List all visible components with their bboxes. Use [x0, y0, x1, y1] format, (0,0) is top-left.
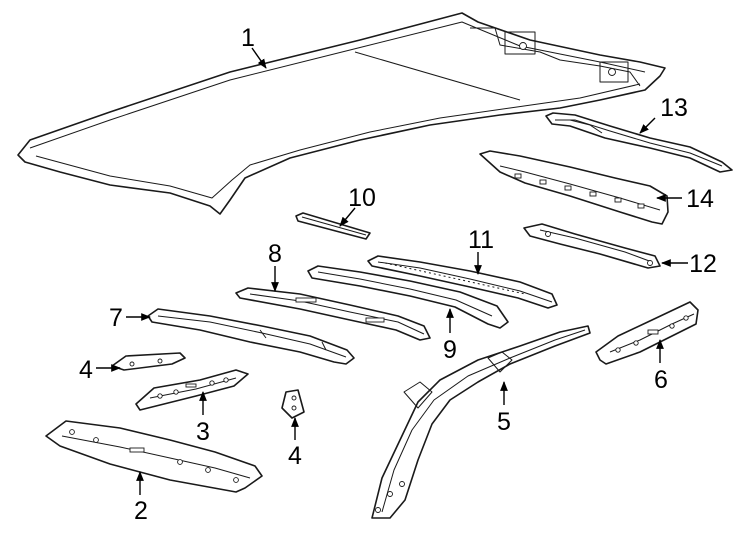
callout-5: 5 [497, 408, 511, 436]
part-4-bracket-middle [281, 389, 305, 419]
part-9-roof-bow [307, 265, 509, 329]
callout-1: 1 [241, 24, 255, 52]
callout-4-left: 4 [79, 356, 93, 384]
callout-11: 11 [468, 226, 494, 254]
callout-2: 2 [134, 497, 148, 525]
leader-10 [339, 207, 356, 227]
callout-8: 8 [268, 240, 282, 268]
part-5-pillar-and-rail [371, 325, 591, 519]
callout-12: 12 [689, 250, 717, 278]
leader-13 [639, 117, 656, 134]
callout-7: 7 [109, 304, 123, 332]
part-1-roof-panel [17, 12, 666, 215]
part-4-bracket-left [111, 352, 186, 371]
part-2-front-header [45, 420, 263, 493]
callout-4-middle: 4 [288, 442, 302, 470]
part-13-roof-side-rail-outer [545, 112, 733, 173]
part-7-roof-bow-front [147, 308, 355, 365]
part-12-roof-reinforcement [523, 223, 661, 269]
part-6-rail-extension [595, 301, 699, 365]
part-14-roof-side-rail-inner [479, 150, 669, 225]
leader-lines [96, 47, 688, 495]
part-3-header-reinforcement [135, 369, 249, 411]
callout-10: 10 [348, 184, 376, 212]
callout-6: 6 [654, 366, 668, 394]
callout-labels: 1 13 14 10 12 11 8 9 7 4 3 4 5 6 2 [79, 24, 717, 525]
callout-14: 14 [686, 185, 714, 213]
part-10-roof-bracket [295, 212, 371, 240]
part-8-roof-bow [235, 287, 431, 341]
callout-13: 13 [660, 94, 688, 122]
part-11-roof-bow [367, 255, 558, 309]
callout-9: 9 [443, 336, 457, 364]
callout-3: 3 [196, 418, 210, 446]
leader-1 [251, 47, 267, 69]
